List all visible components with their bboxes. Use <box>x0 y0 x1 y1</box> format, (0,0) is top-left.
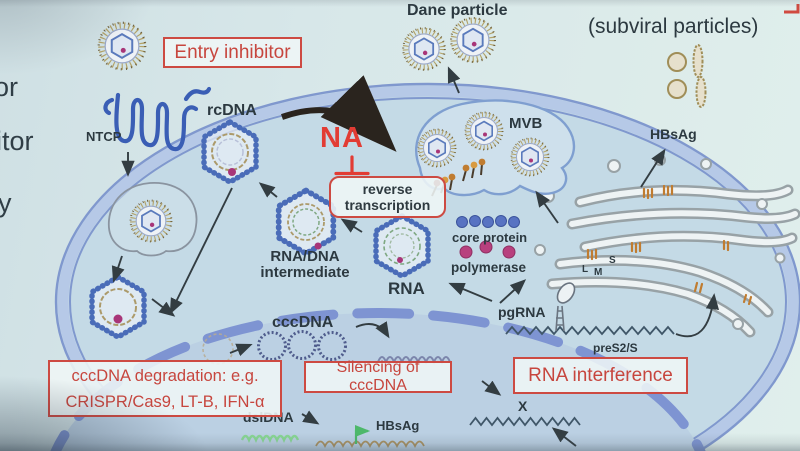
label-ntcp: NTCP <box>86 129 122 144</box>
label-rcdna: rcDNA <box>207 102 257 119</box>
cccdna-degradation-box: cccDNA degradation: e.g. CRISPR/Cas9, LT… <box>48 360 282 417</box>
label-protein-s: S <box>609 255 616 266</box>
label-cccdna: cccDNA <box>272 314 334 331</box>
label-protein-l: L <box>582 264 589 275</box>
label-dane-particle: Dane particle <box>407 2 508 19</box>
edge-fragment: y <box>0 188 12 218</box>
reverse-transcription-box: reverse transcription <box>329 176 446 218</box>
label-hbsag-bottom: HBsAg <box>376 418 420 433</box>
label-protein-m: M <box>594 267 603 278</box>
rcdna-capsid <box>204 122 256 182</box>
label-mvb: MVB <box>509 115 543 132</box>
dane-particles <box>403 18 495 70</box>
label-pgrna: pgRNA <box>498 304 546 320</box>
rna-interference-box: RNA interference <box>513 357 688 394</box>
endocytic-vesicle <box>108 182 198 257</box>
label-subviral-particles: (subviral particles) <box>588 15 759 38</box>
label-rna-dna-intermediate: RNA/DNA intermediate <box>260 248 350 281</box>
entering-virion <box>99 23 146 70</box>
label-hbsag-top: HBsAg <box>650 126 697 142</box>
label-core-protein: core protein <box>452 230 528 245</box>
label-x-gene: X <box>518 398 528 414</box>
subviral-particles <box>667 44 707 108</box>
entry-inhibitor-box: Entry inhibitor <box>163 37 302 68</box>
silencing-of-cccdna-box: Silencing of cccDNA <box>304 359 452 394</box>
rna-capsid <box>376 216 428 276</box>
label-pres2-s: preS2/S <box>593 341 638 355</box>
uncoated-capsid <box>92 277 144 337</box>
corner-mark <box>784 4 800 14</box>
rna-dna-intermediate-capsid <box>279 191 334 254</box>
edge-fragment: itor <box>0 126 34 156</box>
edge-fragment: or <box>0 72 19 102</box>
label-rna: RNA <box>388 279 425 298</box>
label-na: NA <box>320 122 364 154</box>
label-polymerase: polymerase <box>451 260 527 275</box>
